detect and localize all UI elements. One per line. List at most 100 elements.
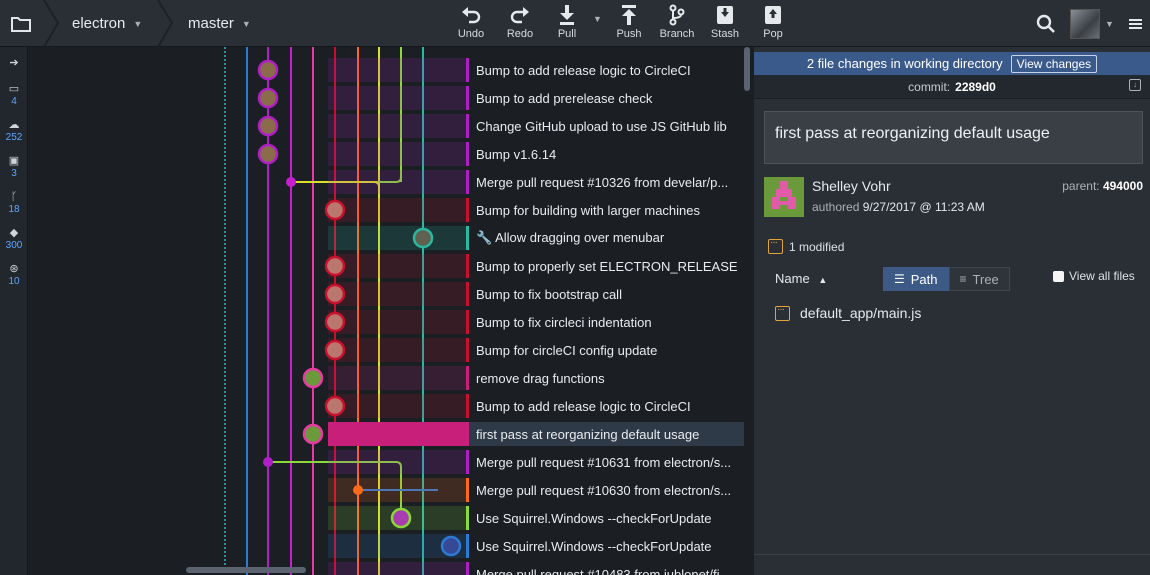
commit-row[interactable]: 🔧 Allow dragging over menubar [466, 226, 744, 250]
commit-row[interactable]: Merge pull request #10483 from iublonet/… [466, 562, 744, 575]
commit-row[interactable]: Use Squirrel.Windows --checkForUpdate [466, 506, 744, 530]
download-icon[interactable]: ↓ [1129, 79, 1141, 91]
commit-color-bar [466, 86, 469, 110]
commit-color-bar [466, 58, 469, 82]
commit-sha[interactable]: 2289d0 [955, 79, 996, 94]
undo-icon [462, 7, 481, 24]
commit-row[interactable]: first pass at reorganizing default usage [466, 422, 744, 446]
commit-row[interactable]: Bump to add release logic to CircleCI [466, 394, 744, 418]
commit-avatar-node[interactable] [257, 87, 279, 109]
commit-row[interactable]: Merge pull request #10631 from electron/… [466, 450, 744, 474]
hamburger-menu-icon[interactable] [1129, 0, 1142, 47]
commit-row-highlight [328, 534, 466, 558]
commit-row[interactable]: Bump to properly set ELECTRON_RELEASE [466, 254, 744, 278]
branch-button[interactable]: Branch [653, 4, 701, 44]
commit-row[interactable]: Use Squirrel.Windows --checkForUpdate [466, 534, 744, 558]
path-view-button[interactable]: ☰ Path [883, 267, 949, 291]
commit-row[interactable]: Bump v1.6.14 [466, 142, 744, 166]
commit-row[interactable]: Bump to fix bootstrap call [466, 282, 744, 306]
rail-item-pull-requests[interactable]: ▣ 3 [8, 155, 20, 179]
branch-selector[interactable]: master ▼ [188, 0, 251, 47]
horizontal-scrollbar[interactable] [186, 567, 306, 573]
commit-avatar-node[interactable] [257, 59, 279, 81]
commit-row[interactable]: Bump for building with larger machines [466, 198, 744, 222]
commit-message: Bump to properly set ELECTRON_RELEASE [476, 258, 738, 274]
file-list-item[interactable]: default_app/main.js [775, 304, 921, 321]
checkbox[interactable] [1053, 270, 1064, 282]
parent-sha[interactable]: 494000 [1102, 179, 1143, 193]
commit-message[interactable]: first pass at reorganizing default usage [764, 111, 1143, 164]
commit-row[interactable]: remove drag functions [466, 366, 744, 390]
commit-avatar-node[interactable] [257, 143, 279, 165]
search-icon[interactable] [1036, 0, 1056, 47]
commit-avatar-node[interactable] [324, 199, 346, 221]
graph-merge-line [268, 461, 402, 517]
commit-color-bar [466, 254, 469, 278]
commit-row[interactable]: Bump to add prerelease check [466, 86, 744, 110]
commit-color-bar [466, 310, 469, 334]
rail-item-remote[interactable]: ☁ 252 [5, 119, 23, 143]
graph-merge-line [291, 181, 380, 188]
pull-button[interactable]: Pull [543, 4, 591, 44]
commit-avatar-node[interactable] [324, 311, 346, 333]
profile-avatar[interactable]: ▼ [1070, 0, 1114, 47]
rail-item-expand[interactable]: ➔ [0, 57, 28, 70]
rail-item-submodules[interactable]: ⊛ 10 [8, 263, 20, 287]
merge-node[interactable] [263, 457, 273, 467]
arrow-circle-icon: ➔ [9, 57, 19, 69]
rail-item-branches[interactable]: ᚴ 18 [8, 191, 20, 215]
stash-icon [717, 6, 733, 24]
commit-message: Bump to add prerelease check [476, 90, 653, 106]
commit-color-bar [466, 506, 469, 530]
path-tree-toggle: ☰ Path ≡ Tree [883, 267, 1010, 291]
commit-color-bar [466, 534, 469, 558]
commit-avatar-node[interactable] [324, 339, 346, 361]
commit-avatar-node[interactable] [324, 255, 346, 277]
redo-button[interactable]: Redo [496, 4, 544, 44]
stash-button[interactable]: Stash [701, 4, 749, 44]
commit-avatar-node[interactable] [302, 423, 324, 445]
pull-icon [560, 5, 574, 25]
pull-options-caret[interactable]: ▼ [593, 14, 602, 24]
tree-view-button[interactable]: ≡ Tree [948, 267, 1010, 291]
repo-selector[interactable]: electron ▼ [72, 0, 142, 47]
rail-item-local[interactable]: ▭ 4 [8, 83, 20, 107]
commit-avatar-node[interactable] [440, 535, 462, 557]
commit-row[interactable]: Merge pull request #10326 from develar/p… [466, 170, 744, 194]
commit-graph: Bump to add release logic to CircleCI Bum… [28, 47, 754, 575]
commit-row[interactable]: Bump to add release logic to CircleCI [466, 58, 744, 82]
view-changes-button[interactable]: View changes [1010, 54, 1098, 73]
commit-row[interactable]: Merge pull request #10630 from electron/… [466, 478, 744, 502]
commit-message: Bump for building with larger machines [476, 202, 700, 218]
commit-row[interactable]: Bump to fix circleci indentation [466, 310, 744, 334]
merge-node[interactable] [353, 485, 363, 495]
view-all-files-checkbox[interactable]: View all files [1053, 269, 1135, 283]
commit-avatar-node[interactable] [302, 367, 324, 389]
commit-avatar-node[interactable] [324, 283, 346, 305]
commit-color-bar [466, 450, 469, 474]
commit-message: Use Squirrel.Windows --checkForUpdate [476, 510, 712, 526]
name-sort-header[interactable]: Name ▲ [775, 271, 828, 286]
undo-button[interactable]: Undo [447, 4, 495, 44]
merge-node[interactable] [286, 177, 296, 187]
commit-row[interactable]: Bump for circleCI config update [466, 338, 744, 362]
author-name: Shelley Vohr [812, 178, 891, 194]
graph-merge-line [291, 176, 402, 183]
push-button[interactable]: Push [605, 4, 653, 44]
commit-row-highlight [328, 226, 466, 250]
pop-button[interactable]: Pop [749, 4, 797, 44]
commit-avatar-node[interactable] [412, 227, 434, 249]
commit-avatar-node[interactable] [324, 395, 346, 417]
commit-color-bar [466, 198, 469, 222]
commit-row[interactable]: Change GitHub upload to use JS GitHub li… [466, 114, 744, 138]
sort-ascending-icon: ▲ [818, 275, 828, 285]
folder-icon[interactable] [0, 0, 42, 47]
commit-row-highlight [328, 282, 466, 306]
rail-item-tags[interactable]: ◆ 300 [5, 227, 23, 251]
branch-icon: ᚴ [10, 191, 18, 203]
commit-id-bar: commit: 2289d0 ↓ [754, 75, 1150, 99]
commit-avatar-node[interactable] [390, 507, 412, 529]
commit-avatar-node[interactable] [257, 115, 279, 137]
vertical-scrollbar[interactable] [744, 47, 750, 91]
pull-request-icon: ▣ [8, 155, 20, 167]
